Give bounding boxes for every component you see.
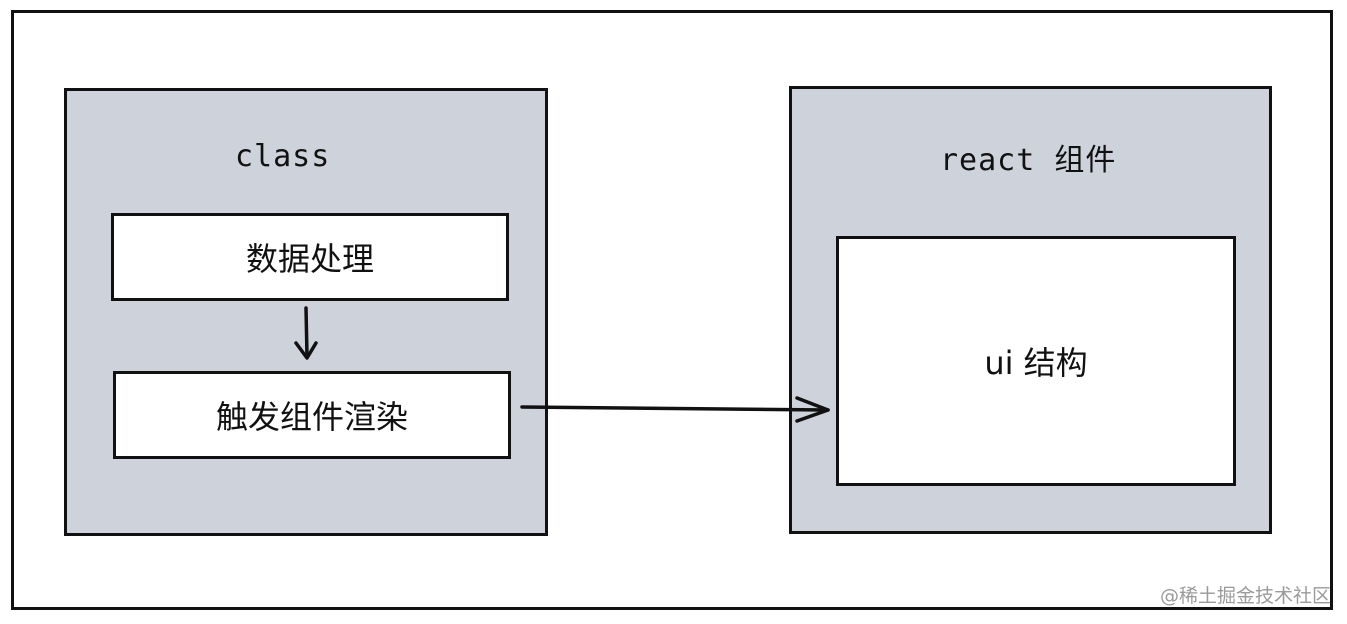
trigger-render-box: 触发组件渲染 [113, 371, 511, 459]
react-component-panel: react 组件 ui 结构 [789, 86, 1272, 534]
class-panel: class 数据处理 触发组件渲染 [64, 88, 548, 536]
data-processing-box: 数据处理 [111, 213, 509, 301]
watermark: @稀土掘金技术社区 [1159, 585, 1331, 607]
outer-frame [11, 10, 1333, 610]
class-panel-title: class [235, 139, 331, 174]
react-component-panel-title: react 组件 [940, 143, 1117, 178]
ui-structure-box: ui 结构 [836, 236, 1236, 486]
